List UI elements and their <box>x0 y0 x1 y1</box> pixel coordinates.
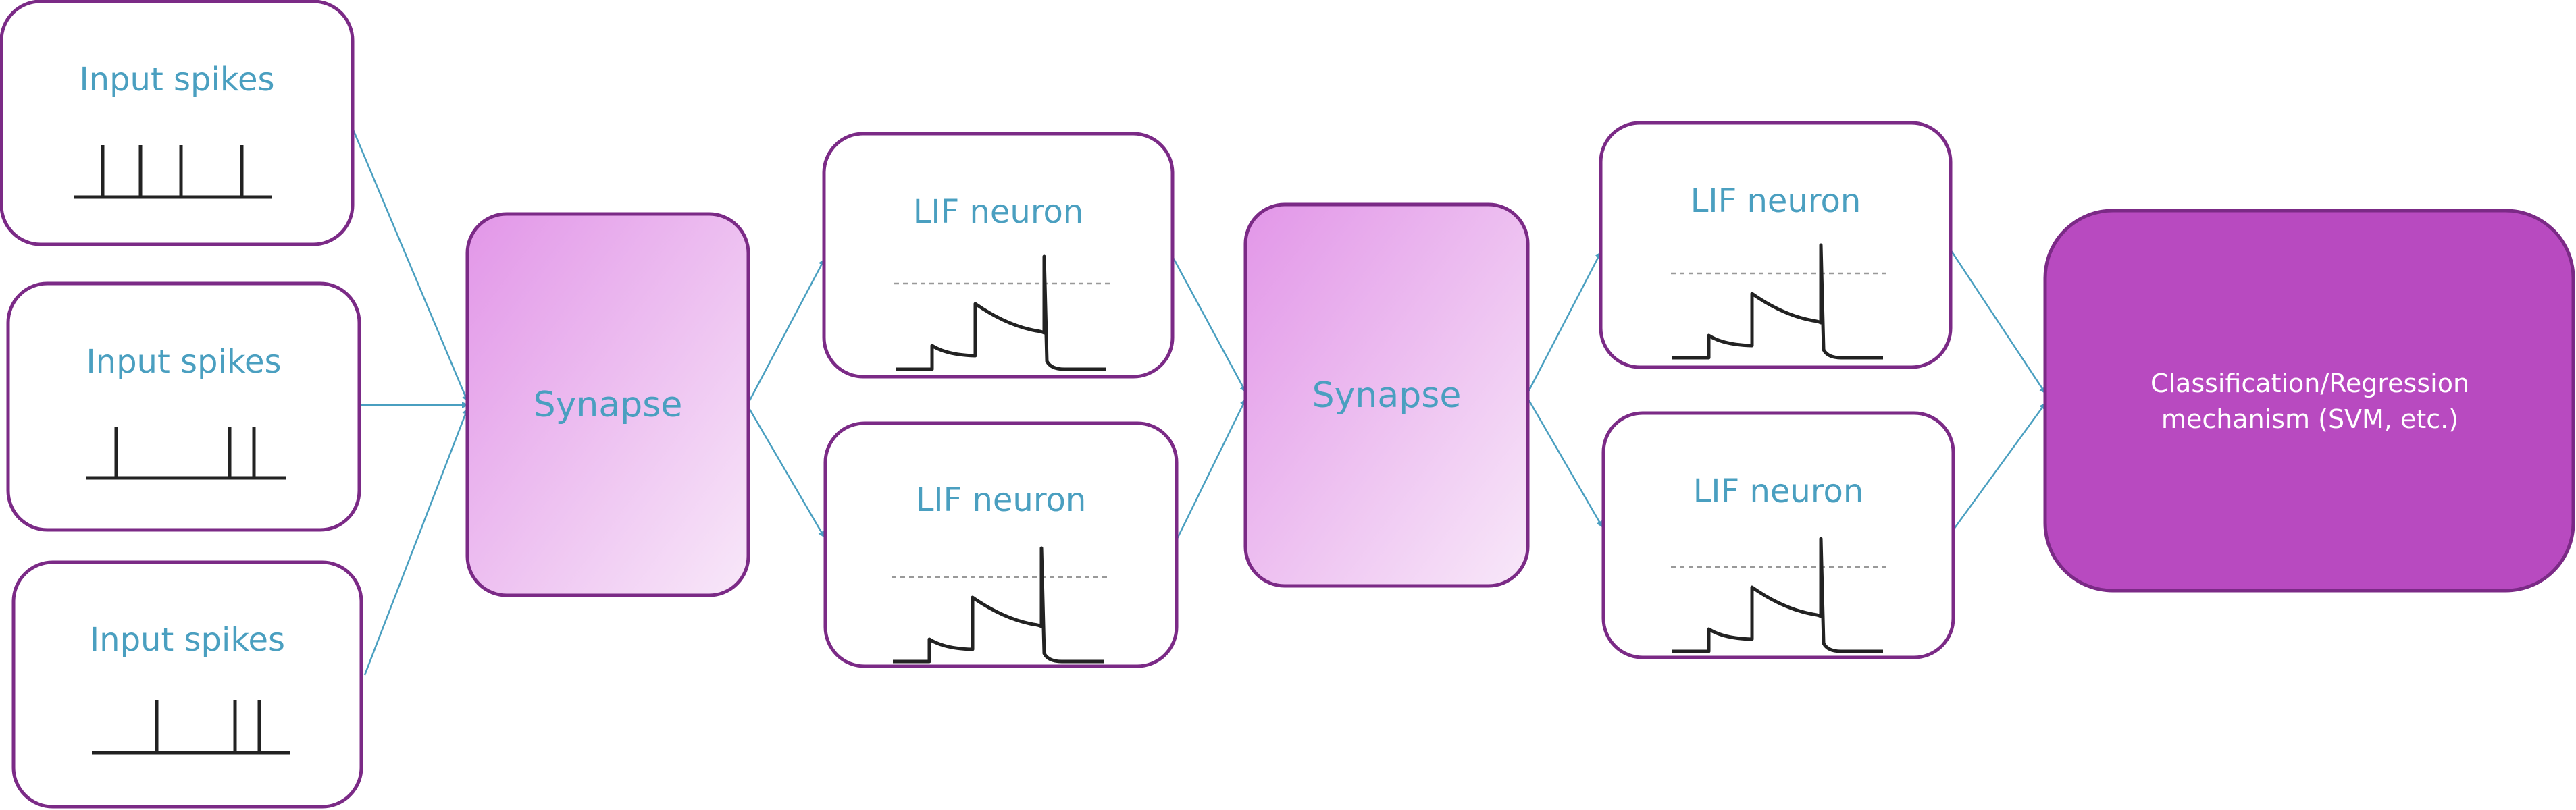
classifier-box <box>2043 209 2575 593</box>
arrow-synapse1-neuron1 <box>747 259 825 404</box>
neuron-box-1 <box>822 132 1175 379</box>
neuron-label-1: LIF neuron <box>912 193 1084 231</box>
input-box-3 <box>11 560 363 809</box>
neuron-box-4 <box>1601 411 1955 659</box>
arrow-synapse2-neuron4 <box>1526 398 1603 528</box>
synapse-label-2: Synapse <box>1312 375 1462 416</box>
spike-train-1 <box>74 145 272 199</box>
input-box-1 <box>0 0 355 246</box>
synapse-box-1 <box>465 212 750 597</box>
arrow-synapse1-neuron2 <box>747 406 825 538</box>
membrane-trace-4 <box>1671 537 1887 653</box>
arrow-synapse2-neuron3 <box>1526 251 1602 394</box>
neuron-box-3 <box>1599 121 1953 369</box>
spike-train-3 <box>92 700 290 755</box>
connection-arrows <box>351 128 2046 676</box>
arrow-input1-synapse1 <box>351 128 469 402</box>
synapse-label-1: Synapse <box>533 385 683 425</box>
spike-train-2 <box>86 427 286 480</box>
input-label-3: Input spikes <box>90 621 285 659</box>
neuron-label-4: LIF neuron <box>1693 473 1864 510</box>
neuron-label-2: LIF neuron <box>915 481 1087 519</box>
neuron-box-2 <box>823 421 1179 668</box>
arrow-input3-synapse1 <box>363 408 469 676</box>
arrow-neuron4-classifier <box>1952 402 2046 531</box>
classifier-label: Classification/Regression mechanism (SVM… <box>2150 368 2470 434</box>
membrane-trace-3 <box>1671 243 1887 360</box>
arrow-neuron2-synapse2 <box>1175 398 1247 541</box>
input-box-2 <box>6 281 361 532</box>
input-label-2: Input spikes <box>86 343 282 381</box>
neuron-label-3: LIF neuron <box>1690 182 1861 220</box>
arrow-neuron3-classifier <box>1949 249 2046 394</box>
input-label-1: Input spikes <box>79 61 275 99</box>
membrane-trace-2 <box>892 546 1108 664</box>
synapse-box-2 <box>1243 202 1530 588</box>
membrane-trace-1 <box>894 254 1110 371</box>
arrow-neuron1-synapse2 <box>1171 256 1247 393</box>
